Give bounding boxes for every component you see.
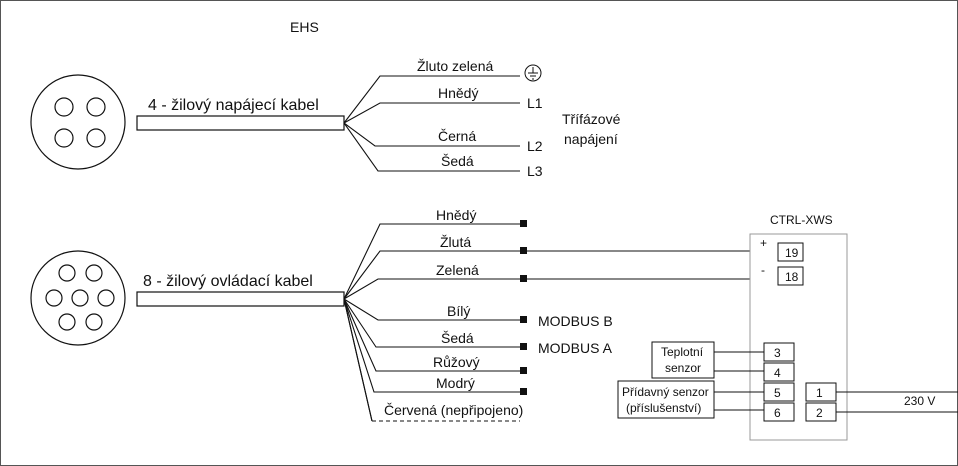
power-pin [86, 97, 106, 117]
ctrl-plus: + [760, 236, 767, 250]
control-cable-label: 8 - žilový ovládací kabel [143, 273, 313, 290]
control-wire-label: Hnědý [436, 207, 476, 223]
terminal-19: 19 [785, 246, 799, 260]
power-terminal-label: L2 [527, 138, 543, 154]
control-wire-label: Šedá [441, 330, 474, 346]
power-pin [86, 128, 106, 148]
wire-end-markers [520, 220, 527, 395]
control-wire-label: Bílý [447, 303, 470, 319]
power-cable-label: 4 - žilový napájecí kabel [148, 97, 319, 114]
power-terminal-label: L1 [527, 95, 543, 111]
supply-label: napájení [564, 131, 618, 147]
control-wire-label: Červená (nepřipojeno) [384, 402, 523, 418]
control-wire-label: Zelená [436, 262, 479, 278]
temperature-sensor-label: senzor [665, 361, 701, 375]
terminal-18: 18 [785, 270, 799, 284]
modbus-b-label: MODBUS B [538, 313, 613, 329]
control-pin [45, 289, 63, 307]
control-pin [85, 264, 103, 282]
control-cable [136, 291, 345, 307]
power-connector [30, 74, 126, 170]
power-wire-label: Hnědý [438, 85, 478, 101]
power-wire-label: Šedá [441, 153, 474, 169]
control-wire-label: Žlutá [440, 234, 471, 250]
power-wire-label: Černá [438, 128, 476, 144]
control-wire-label: Modrý [436, 375, 475, 391]
modbus-a-label: MODBUS A [538, 340, 613, 356]
additional-sensor-label: (příslušenství) [626, 401, 701, 415]
terminal-2: 2 [816, 406, 823, 420]
control-pin [97, 289, 115, 307]
control-wires [343, 223, 778, 422]
control-pin [58, 313, 76, 331]
ctrl-title: CTRL-XWS [770, 213, 833, 227]
power-terminal-label: L3 [527, 163, 543, 179]
terminal-5: 5 [774, 386, 781, 400]
terminal-4: 4 [774, 366, 781, 380]
terminal-1: 1 [816, 386, 823, 400]
additional-sensor [617, 380, 715, 419]
ctrl-minus: - [761, 263, 765, 277]
control-wire-label: Růžový [433, 354, 480, 370]
control-pin [58, 264, 76, 282]
power-pin [54, 97, 74, 117]
control-connector [30, 250, 126, 346]
terminal-blocks [763, 242, 837, 422]
power-cable [136, 115, 345, 131]
power-wire-label: Žluto zelená [417, 58, 493, 74]
terminal-3: 3 [774, 346, 781, 360]
control-pin [71, 289, 89, 307]
voltage-label: 230 V [904, 394, 935, 408]
ground-icon [524, 64, 542, 82]
control-pin [85, 313, 103, 331]
supply-label: Třífázové [562, 111, 621, 127]
diagram-title: EHS [290, 19, 319, 35]
temperature-sensor-label: Teplotní [661, 345, 704, 359]
power-pin [54, 128, 74, 148]
terminal-6: 6 [774, 406, 781, 420]
temperature-sensor [651, 341, 715, 379]
additional-sensor-label: Přídavný senzor [622, 385, 709, 399]
power-wires [343, 75, 520, 172]
